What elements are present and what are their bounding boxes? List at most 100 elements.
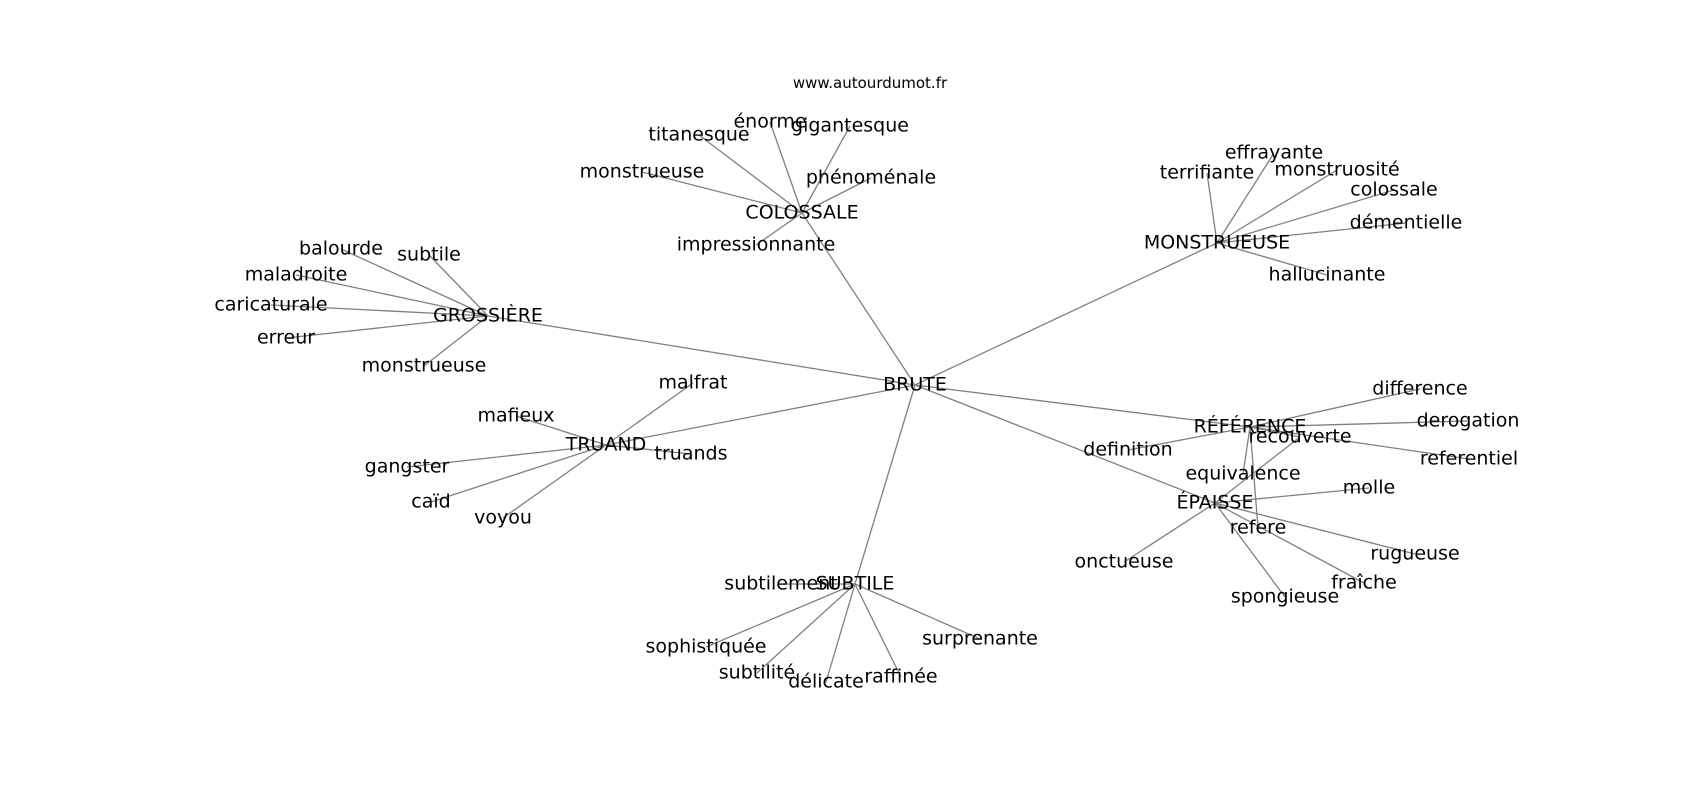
word-node-phenomenale: phénoménale — [806, 167, 936, 189]
word-node-titanesque: titanesque — [648, 124, 749, 146]
edge-epaisse-fraiche — [1214, 502, 1365, 584]
word-node-mafieux: mafieux — [477, 405, 554, 427]
edge-reference-derogation — [1249, 420, 1469, 428]
edge-monstrueuse_hub-dementielle — [1216, 222, 1407, 244]
edge-reference-equivalence — [1242, 426, 1251, 475]
edge-monstrueuse_hub-monstruosite — [1216, 169, 1338, 244]
word-node-balourde: balourde — [299, 238, 383, 260]
word-node-surprenante: surprenante — [922, 628, 1038, 650]
hub-node-reference: RÉFÉRENCE — [1194, 415, 1307, 438]
hub-node-monstrueuse_hub: MONSTRUEUSE — [1144, 232, 1290, 254]
word-node-dementielle: démentielle — [1350, 212, 1463, 234]
edge-truand-voyou — [502, 444, 607, 519]
word-node-referentiel: referentiel — [1420, 448, 1518, 470]
edge-brute-reference — [914, 384, 1251, 428]
edge-colossale-impressionnante — [755, 212, 803, 246]
edge-brute-monstrueuse_hub — [914, 242, 1218, 386]
hub-node-colossale: COLOSSALE — [745, 202, 858, 224]
word-node-voyou: voyou — [474, 507, 532, 529]
edge-truand-mafieux — [515, 415, 607, 446]
word-node-malfrat: malfrat — [658, 372, 727, 394]
word-node-gangster: gangster — [365, 456, 450, 478]
edge-grossiere-balourde — [340, 248, 489, 317]
word-node-subtile_g: subtile — [397, 244, 461, 266]
edge-monstrueuse_hub-terrifiante — [1206, 172, 1218, 244]
word-node-difference: difference — [1372, 378, 1467, 400]
word-node-monstruosite: monstruosité — [1274, 159, 1399, 181]
hub-node-truand: TRUAND — [565, 434, 647, 456]
edge-colossale-titanesque — [698, 134, 803, 214]
word-node-rugueuse: rugueuse — [1370, 543, 1459, 565]
edge-subtile_hub-raffinee — [854, 583, 902, 678]
source-caption: www.autourdumot.fr — [793, 74, 948, 92]
edge-brute-epaisse — [914, 384, 1216, 504]
word-node-derogation: derogation — [1417, 410, 1520, 432]
edge-reference-refere — [1249, 426, 1259, 529]
word-node-monstrueuse_g: monstrueuse — [362, 355, 487, 377]
edge-epaisse-spongieuse — [1214, 502, 1286, 598]
edge-epaisse-rugueuse — [1214, 502, 1416, 555]
word-node-onctueuse: onctueuse — [1075, 551, 1174, 573]
word-node-impressionnante: impressionnante — [677, 234, 836, 256]
edge-reference-definition — [1127, 426, 1251, 451]
edge-epaisse-molle — [1214, 487, 1370, 504]
word-node-sophistiquee: sophistiquée — [645, 636, 766, 658]
edge-truand-caid — [430, 444, 607, 503]
edge-brute-subtile_hub — [854, 384, 916, 585]
edge-colossale-monstrueuse_c — [641, 171, 803, 214]
edge-colossale-gigantesque — [801, 125, 851, 214]
word-node-caricaturale: caricaturale — [214, 294, 327, 316]
hub-node-brute: BRUTE — [883, 374, 947, 396]
edge-reference-referentiel — [1249, 426, 1470, 460]
edge-epaisse-onctueuse — [1123, 502, 1216, 563]
edge-brute-truand — [605, 384, 916, 446]
word-node-equivalence: equivalence — [1185, 463, 1300, 485]
edge-truand-gangster — [406, 444, 607, 468]
word-node-subtilement: subtilement — [724, 573, 837, 595]
edge-truand-truands — [605, 444, 692, 455]
edge-monstrueuse_hub-colossale_m — [1216, 189, 1395, 244]
edge-subtile_hub-delicate — [825, 583, 856, 683]
edge-subtile_hub-surprenante — [854, 583, 981, 640]
word-node-recouverte: recouverte — [1248, 426, 1351, 448]
edge-brute-colossale — [801, 212, 916, 386]
edge-subtile_hub-sophistiquee — [705, 583, 856, 648]
word-node-delicate: délicate — [788, 671, 864, 693]
word-node-monstrueuse_c: monstrueuse — [580, 161, 705, 183]
edge-truand-malfrat — [605, 382, 694, 446]
word-node-colossale_m: colossale — [1350, 179, 1437, 201]
word-node-molle: molle — [1343, 477, 1395, 499]
edge-colossale-phenomenale — [801, 177, 872, 214]
edge-brute-grossiere — [487, 315, 916, 386]
word-node-terrifiante: terrifiante — [1160, 162, 1255, 184]
word-node-maladroite: maladroite — [245, 264, 348, 286]
edge-grossiere-monstrueuse_g — [423, 315, 489, 367]
word-node-truands: truands — [655, 443, 728, 465]
word-node-definition: definition — [1083, 439, 1172, 461]
edge-reference-difference — [1249, 388, 1421, 428]
edge-colossale-enorme — [769, 121, 803, 214]
hub-node-subtile_hub: SUBTILE — [816, 573, 895, 595]
edge-grossiere-erreur — [285, 315, 489, 339]
edge-grossiere-caricaturale — [270, 304, 489, 317]
edge-monstrueuse_hub-effrayante — [1216, 152, 1275, 244]
edge-subtile_hub-subtilite — [756, 583, 856, 674]
hub-node-grossiere: GROSSIÈRE — [433, 304, 543, 327]
word-node-subtilite: subtilité — [719, 662, 795, 684]
edge-grossiere-subtile_g — [428, 254, 489, 317]
edge-grossiere-maladroite — [295, 274, 489, 317]
word-node-gigantesque: gigantesque — [791, 115, 909, 137]
word-node-caid: caïd — [411, 491, 450, 513]
word-node-enorme: énorme — [733, 111, 806, 133]
edge-monstrueuse_hub-hallucinante — [1216, 242, 1328, 276]
word-node-refere: refere — [1230, 517, 1287, 539]
edge-epaisse-recouverte — [1214, 436, 1301, 504]
word-node-spongieuse: spongieuse — [1231, 586, 1339, 608]
word-node-hallucinante: hallucinante — [1269, 264, 1386, 286]
edges-layer — [270, 121, 1470, 683]
word-node-raffinee: raffinée — [864, 666, 937, 688]
word-node-effrayante: effrayante — [1225, 142, 1323, 164]
hub-node-epaisse: ÉPAISSE — [1177, 491, 1254, 514]
labels-layer: BRUTE COLOSSALE MONSTRUEUSE GROSSIÈRE TRUAND… — [214, 111, 1519, 693]
